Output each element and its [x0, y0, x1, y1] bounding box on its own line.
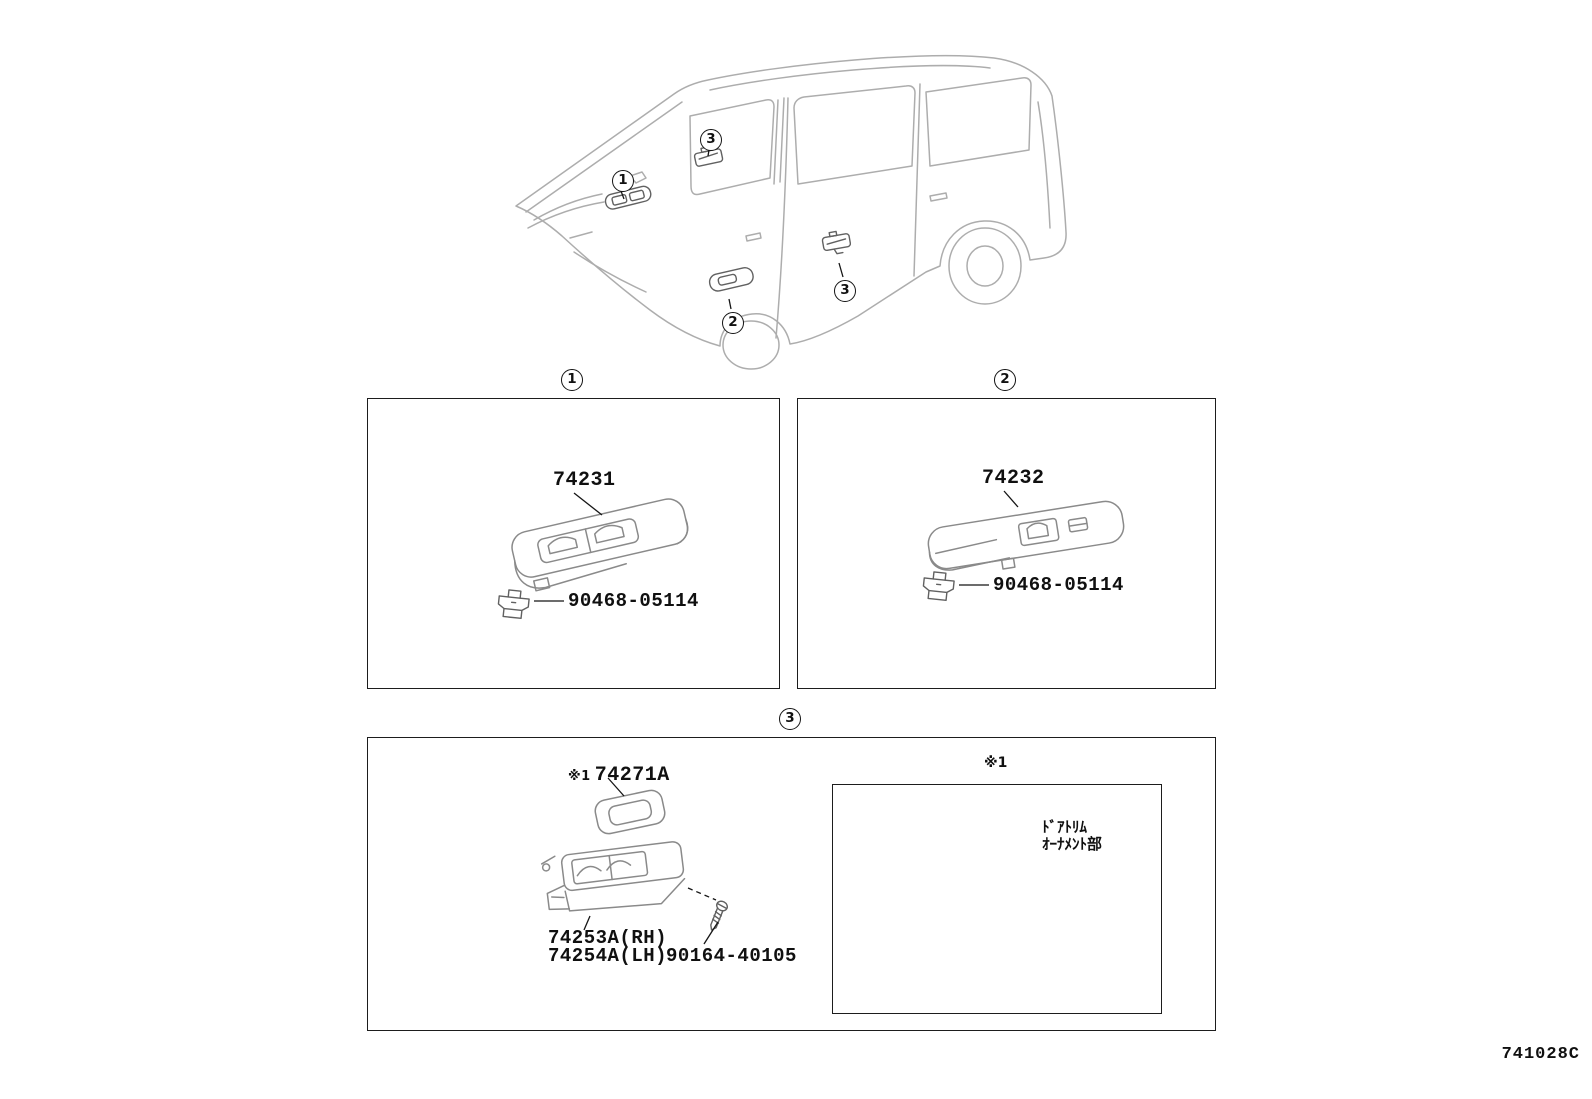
clip-90468-drawing [497, 589, 530, 620]
box1-leader-lines [534, 492, 603, 602]
box3-callout: 3 [779, 708, 801, 730]
inset-box [832, 784, 1162, 1014]
part-number-90468-05114-box2: 90468-05114 [993, 574, 1124, 596]
part-number-74232: 74232 [982, 467, 1045, 490]
vehicle-callout-3-front: 3 [700, 129, 722, 151]
detail-box-1: 74231 90468-05114 [367, 398, 780, 689]
switch-bezel-slide-door-icon [821, 230, 852, 255]
box1-drawing [497, 492, 689, 620]
part-number-90468-05114-box1: 90468-05114 [568, 590, 699, 612]
part-number-74253A-RH: 74253A(RH) [548, 927, 668, 949]
bezel-74271A-drawing [594, 789, 666, 835]
switch-plate-74232-drawing [927, 500, 1125, 571]
vehicle-callout-2: 2 [722, 312, 744, 334]
vehicle-callout-3-rear: 3 [834, 280, 856, 302]
box2-callout: 2 [994, 369, 1016, 391]
figure-code: 741028C [1501, 1045, 1580, 1064]
box2-leader-lines [959, 490, 1019, 586]
door-trim-note-line2: ｵｰﾅﾒﾝﾄ部 [1042, 837, 1103, 854]
box2-drawing [922, 490, 1125, 602]
screw-90164-drawing [710, 900, 728, 931]
switch-plate-rear-icon [708, 266, 754, 292]
vehicle-illustration [515, 54, 1067, 370]
clip-90468-drawing [922, 571, 955, 602]
part-number-74254A-LH: 74254A(LH) [548, 945, 668, 967]
switch-bezel-top-icon [693, 146, 724, 167]
door-trim-note-line1: ﾄﾞｱﾄﾘﾑ [1042, 820, 1088, 837]
part-number-90164-40105: 90164-40105 [666, 945, 797, 967]
vehicle-callout-1: 1 [612, 170, 634, 192]
detail-box-2: 74232 90468-05114 [797, 398, 1216, 689]
switch-unit-74253A-drawing [540, 841, 686, 912]
box1-callout: 1 [561, 369, 583, 391]
ref-mark-74271A: ※1 [568, 769, 591, 784]
part-number-74231: 74231 [553, 469, 616, 492]
callout-leader-lines [620, 149, 844, 310]
inset-ref-mark: ※1 [984, 755, 1008, 771]
vehicle-body [515, 54, 1067, 370]
switch-plate-74231-drawing [511, 498, 689, 592]
part-number-74271A-text: 74271A [594, 764, 670, 787]
